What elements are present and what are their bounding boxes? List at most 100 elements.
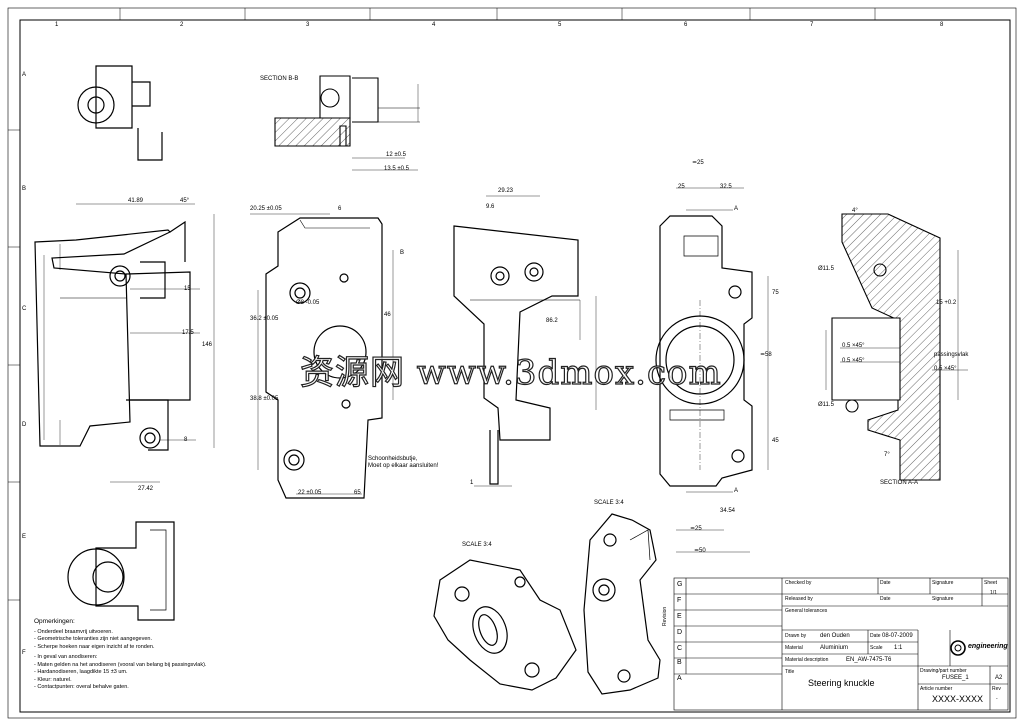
- dim-label: 6: [338, 206, 342, 212]
- rev-value: -: [996, 696, 998, 702]
- revision-label: Revision: [662, 606, 668, 626]
- annotation: Moet op elkaar aansluiten!: [368, 463, 439, 469]
- dim-label: 17.5: [182, 330, 194, 336]
- dim-label: 8: [184, 437, 188, 443]
- drawing-title: Steering knuckle: [808, 678, 875, 688]
- rev-row: C: [677, 645, 683, 652]
- view-side-left: [34, 220, 191, 451]
- view-bottom-left: [67, 521, 175, 621]
- dim-label: 0.5 ×45°: [934, 366, 957, 372]
- col-label: 6: [684, 22, 688, 28]
- sheet-value: 1/1: [990, 590, 997, 596]
- material-label: Material: [785, 645, 803, 651]
- rev-label: Rev: [992, 686, 1001, 692]
- date-label: Date: [870, 633, 881, 639]
- material-desc-label: Material description: [785, 657, 829, 663]
- dim-label: 0.5 ×45°: [842, 343, 865, 349]
- dim-label: 32.5: [720, 184, 732, 190]
- title-label: Title: [785, 669, 795, 675]
- dim-label: 15: [184, 286, 191, 292]
- note-line: - In geval van anodiseren:: [34, 654, 98, 660]
- rev-row: F: [677, 597, 682, 604]
- dim-label: 45°: [180, 198, 190, 204]
- dim-label: 4°: [852, 208, 858, 214]
- col-label: 2: [180, 22, 184, 28]
- row-label: B: [22, 186, 27, 192]
- material: Aluminium: [820, 645, 849, 651]
- dim-label: 146: [202, 342, 213, 348]
- col-label: 8: [940, 22, 944, 28]
- view-iso-right: [583, 513, 661, 695]
- rev-row: D: [677, 629, 683, 636]
- dim-label: 22 ±0.05: [298, 490, 322, 496]
- section-bb-label: SECTION B-B: [260, 76, 299, 82]
- drawn-date: 08-07-2009: [882, 633, 913, 639]
- dim-label: ≃25: [690, 526, 702, 532]
- dim-label: 75: [772, 290, 779, 296]
- dim-label: 1: [470, 480, 474, 486]
- dim-label: 65: [354, 490, 361, 496]
- view-front-right: [655, 215, 753, 487]
- signature-label: Signature: [932, 596, 954, 602]
- dim-label: 86.2: [546, 318, 558, 324]
- dim-label: Ø11.5: [818, 266, 834, 272]
- dim-label: 45: [772, 438, 779, 444]
- signature-label: Signature: [932, 580, 954, 586]
- view-front-middle: [265, 217, 383, 499]
- row-label: D: [22, 422, 27, 428]
- logo-text: engineering: [968, 643, 1008, 650]
- note-line: - Maten gelden na het anodiseren (vooral…: [34, 661, 207, 668]
- dim-label: 20.25 ±0.05: [250, 206, 282, 212]
- partnum-label: Article number: [920, 686, 953, 692]
- dim-label: 13.5 ±0.5: [384, 166, 409, 172]
- date-label: Date: [880, 580, 891, 586]
- dim-label: 38.8 ±0.05: [250, 396, 279, 402]
- view-iso-left: [433, 559, 577, 691]
- scale-label: Scale: [870, 645, 883, 651]
- drawn-by-label: Drawn by: [785, 633, 807, 639]
- company-logo: [950, 640, 966, 656]
- dim-label: 12 ±0.5: [386, 152, 406, 158]
- dim-label: 7°: [884, 452, 890, 458]
- view-top-left: [77, 65, 163, 161]
- annotation: passingsvlak: [934, 352, 969, 358]
- dim-label: 34.54: [720, 508, 736, 514]
- view-section-bb: [274, 75, 420, 147]
- drawn-by: den Ouden: [820, 633, 850, 639]
- dim-label: ≃58: [760, 352, 772, 358]
- dim-label: ≃50: [694, 548, 706, 554]
- dim-label: Ø8 -0.05: [296, 300, 320, 306]
- dim-label: ≃25: [692, 160, 704, 166]
- annotation: Schoonheidsbutje,: [368, 456, 418, 462]
- view-side-3: [453, 225, 580, 485]
- row-label: E: [22, 534, 27, 540]
- dim-label: 25: [678, 184, 685, 190]
- col-label: 4: [432, 22, 436, 28]
- dim-label: 15 +0.2: [936, 300, 957, 306]
- sheet-label: Sheet: [984, 580, 998, 586]
- dim-label: 0.5 ×45°: [842, 358, 865, 364]
- note-line: - Geometrische toleranties zijn niet aan…: [34, 636, 153, 642]
- dim-label: 46: [384, 312, 391, 318]
- notes-title: Opmerkingen:: [34, 618, 75, 625]
- rev-row: E: [677, 613, 682, 620]
- watermark: 资源网 www.3dmox.com: [299, 352, 722, 393]
- dim-label: A: [734, 206, 739, 212]
- dim-label: 29.23: [498, 188, 514, 194]
- checked-by-label: Checked by: [785, 580, 812, 586]
- dim-label: A: [734, 488, 739, 494]
- docnum: FUSEE_1: [942, 675, 969, 681]
- col-label: 1: [55, 22, 59, 28]
- title-block: [673, 577, 1009, 711]
- dim-label: 41.89: [128, 198, 144, 204]
- rev-row: G: [677, 581, 683, 588]
- note-line: - Scherpe hoeken naar eigen inzicht af t…: [34, 643, 155, 650]
- row-label: F: [22, 650, 26, 656]
- docnum-label: Drawing/part number: [920, 668, 967, 674]
- note-line: - Kleur: naturel.: [34, 676, 72, 683]
- section-aa-label: SECTION A-A: [880, 480, 919, 486]
- date-label: Date: [880, 596, 891, 602]
- row-label: C: [22, 306, 27, 312]
- dim-label: 9.6: [486, 204, 495, 210]
